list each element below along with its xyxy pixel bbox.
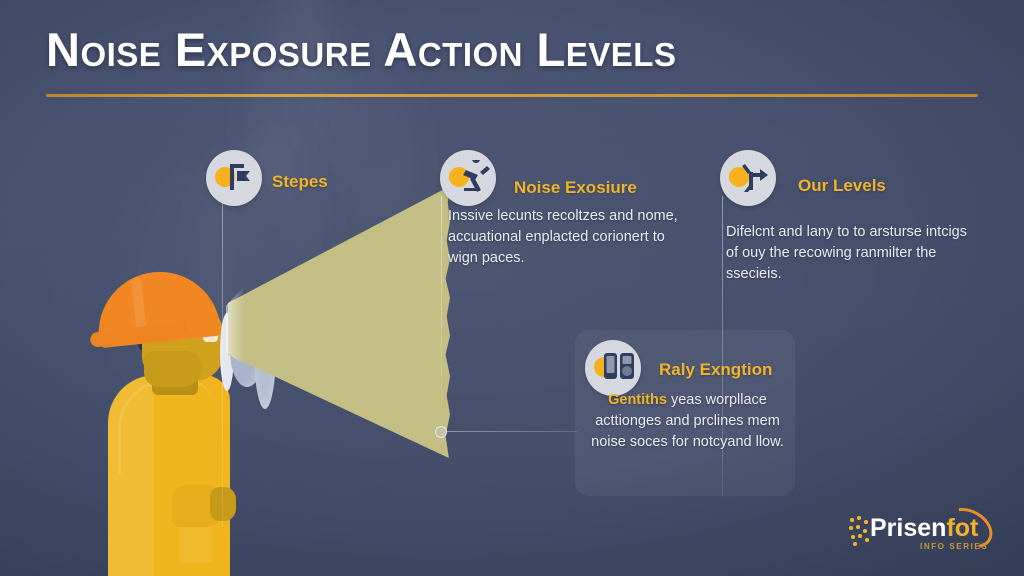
- callout-body: Inssive lecunts recoltzes and nome, accu…: [448, 208, 678, 266]
- callout-noise-exposure[interactable]: Noise Exosiure Inssive lecunts recoltzes…: [440, 150, 680, 290]
- callout-title: Noise Exosiure: [514, 178, 637, 197]
- worker-tools-icon: [440, 150, 496, 206]
- signpost-glyph: [230, 164, 250, 190]
- logo-name-accent: fot: [946, 514, 979, 542]
- logo-name-primary: Prisen: [870, 514, 947, 542]
- callout-body-lead: Gentiths: [608, 392, 667, 408]
- connector-line-3: [722, 196, 723, 496]
- logo-tagline: INFO SERIES: [920, 542, 989, 551]
- callout-title: Our Levels: [798, 176, 886, 195]
- sound-meter-glyph: [604, 353, 634, 379]
- connector-line-1: [222, 196, 223, 526]
- worker-tools-glyph: [463, 160, 490, 192]
- connector-node: [435, 426, 447, 438]
- direction-arrow-icon: [720, 150, 776, 206]
- callout-body: Difelcnt and lany to to arsturse intcigs…: [726, 224, 967, 282]
- signpost-icon: [206, 150, 262, 206]
- connector-line-2: [441, 196, 442, 406]
- sound-cone-highlight: [226, 286, 244, 366]
- icon-accent-dot: [449, 167, 469, 187]
- title-divider: [46, 94, 978, 97]
- page-title: Noise Exposure Action Levels: [46, 23, 677, 76]
- connector-line-4: [445, 431, 577, 432]
- worker-jaw: [144, 351, 202, 387]
- jacket-pocket: [178, 521, 212, 563]
- direction-arrow-glyph: [742, 164, 768, 192]
- callout-body: Gentiths yeas worpllace acttionges and p…: [585, 390, 790, 453]
- brand-logo[interactable]: Prisenfot INFO SERIES: [848, 499, 1000, 560]
- worker-hand: [210, 487, 236, 521]
- callout-stepes[interactable]: Stepes: [206, 150, 436, 230]
- callout-body-rest: yeas worpllace acttionges and prclines m…: [591, 392, 784, 450]
- callout-title: Stepes: [272, 172, 328, 191]
- sound-meter-icon: [585, 340, 641, 396]
- callout-title: Raly Exngtion: [659, 360, 773, 379]
- callout-raly-exngtion[interactable]: Raly Exngtion Gentiths yeas worpllace ac…: [585, 340, 790, 490]
- logo-wordmark: Prisenfot: [870, 514, 978, 543]
- logo-dots-icon: [848, 516, 872, 546]
- callout-our-levels[interactable]: Our Levels Difelcnt and lany to to arstu…: [720, 150, 967, 310]
- icon-accent-dot: [729, 167, 749, 187]
